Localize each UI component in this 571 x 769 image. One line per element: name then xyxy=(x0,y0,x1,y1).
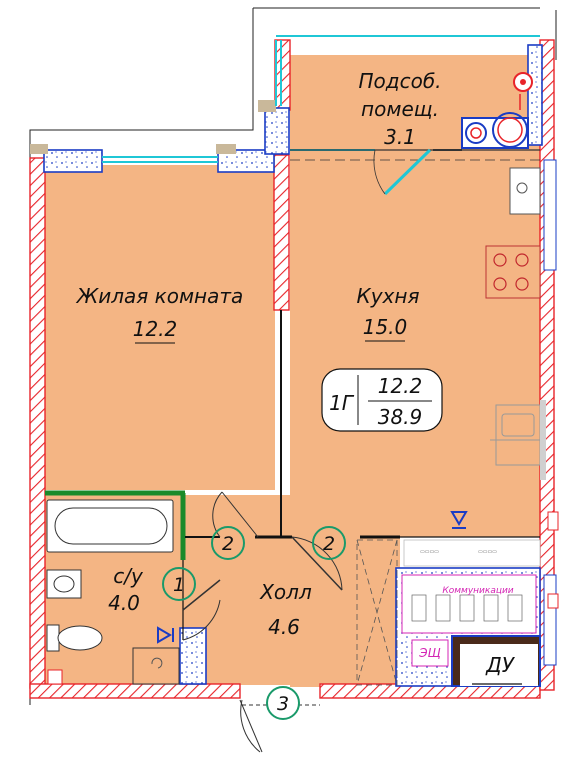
service-labels: Коммуникации ЭЩ ДУ xyxy=(418,586,522,685)
apartment-badge: 1Г 12.2 38.9 xyxy=(321,368,443,432)
hall-area: 4.6 xyxy=(268,615,300,639)
aux-room-name-2: помещ. xyxy=(361,97,439,121)
partition-living-kitchen xyxy=(273,154,290,311)
living-room-floor xyxy=(45,165,275,490)
smoke-shaft-label: ДУ xyxy=(485,653,516,677)
aux-fixtures xyxy=(290,72,540,196)
kitchen-name: Кухня xyxy=(357,284,420,308)
stove xyxy=(485,245,541,299)
washer xyxy=(132,647,180,685)
kitchen-sink xyxy=(495,404,541,466)
bathroom-fixtures xyxy=(46,499,180,685)
partitions xyxy=(45,310,540,640)
wall-caps xyxy=(30,100,276,154)
bathroom-area: 4.0 xyxy=(108,591,140,615)
aux-room-name-1: Подсоб. xyxy=(358,69,441,93)
fridge xyxy=(509,167,541,215)
bottom-wall xyxy=(29,683,241,699)
hall-name: Холл xyxy=(259,580,312,604)
toilet xyxy=(46,624,103,652)
panel-box xyxy=(411,639,449,667)
door-marker-2a: 2 xyxy=(222,533,234,555)
living-room-name: Жилая комната xyxy=(75,284,244,308)
living-room-area: 12.2 xyxy=(133,317,178,341)
aux-room-area: 3.1 xyxy=(384,125,416,149)
right-triangle-icon xyxy=(157,626,172,644)
bathtub xyxy=(46,499,174,553)
door-marker-3: 3 xyxy=(277,693,289,715)
right-side-details xyxy=(543,159,559,666)
svg-text:▭▭▭▭: ▭▭▭▭ xyxy=(478,549,497,555)
room-labels: Подсоб. помещ. 3.1 Жилая комната 12.2 Ку… xyxy=(75,69,442,639)
door-marker-1: 1 xyxy=(173,574,185,596)
down-triangle-icon xyxy=(450,511,468,526)
kitchen-fixtures xyxy=(485,167,546,480)
aux-left-wall xyxy=(274,39,291,111)
closet xyxy=(356,539,398,686)
apartment-living-area: 12.2 xyxy=(378,374,423,398)
kitchen-floor xyxy=(290,150,540,537)
washbasin xyxy=(46,569,82,599)
communications-label: Коммуникации xyxy=(442,586,513,596)
svg-text:▭▭▭▭: ▭▭▭▭ xyxy=(420,549,439,555)
counter-strip xyxy=(540,400,546,480)
panel-label: ЭЩ xyxy=(418,646,441,660)
door-markers: 1 2 2 3 xyxy=(162,526,346,720)
doors xyxy=(182,491,343,753)
kitchen-lower-floor xyxy=(290,537,400,687)
service-block: ▭▭▭▭ ▭▭▭▭ xyxy=(401,539,541,687)
communications-box xyxy=(401,574,537,634)
bathroom-name: с/у xyxy=(113,564,144,588)
kitchen-area: 15.0 xyxy=(363,315,408,339)
door-marker-2b: 2 xyxy=(323,533,335,555)
left-wall xyxy=(29,157,46,689)
apartment-total-area: 38.9 xyxy=(378,405,423,429)
markers-triangles xyxy=(157,511,468,644)
kitchen-door-leaf xyxy=(383,148,432,196)
apartment-type: 1Г xyxy=(329,391,355,415)
